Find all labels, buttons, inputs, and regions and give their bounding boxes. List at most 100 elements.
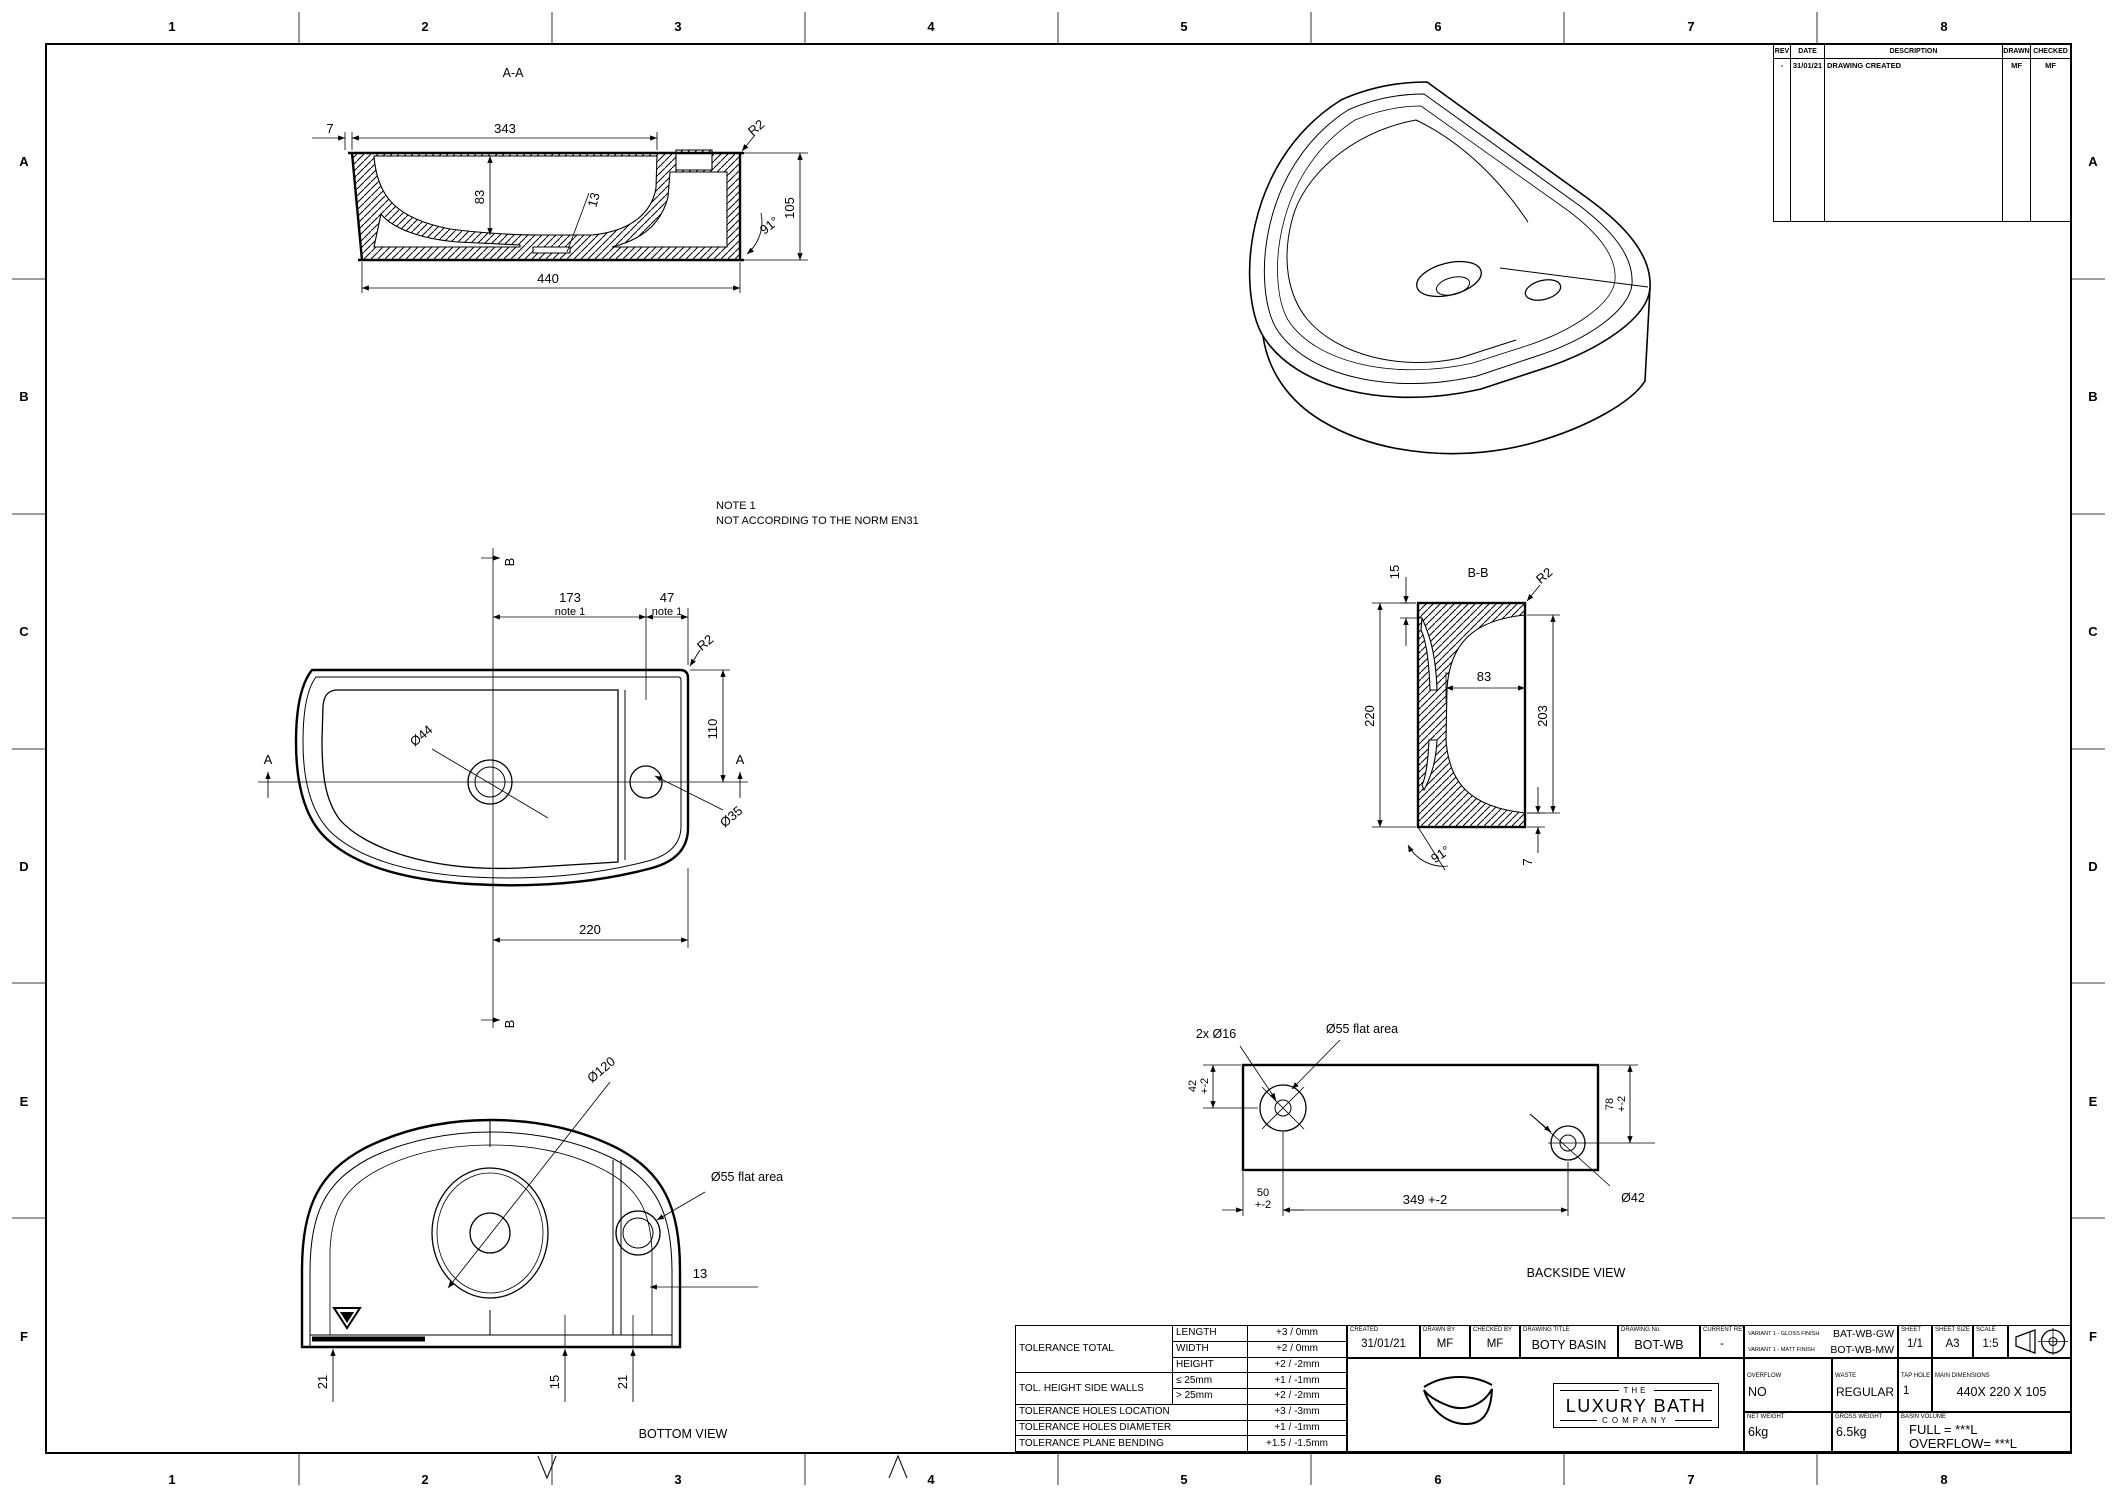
dim-42: 42 — [1187, 1080, 1199, 1092]
centering-mark — [537, 1455, 557, 1480]
section-aa-title: A-A — [503, 66, 525, 80]
grid-row-label: C — [19, 624, 29, 639]
radius-r2: R2 — [745, 116, 767, 138]
basin-volume-label: BASIN VOLUME — [1901, 1414, 1947, 1420]
grid-row-label: A — [2088, 154, 2098, 169]
tol-key: TOLERANCE HOLES DIAMETER — [1015, 1419, 1248, 1437]
tol-key: LENGTH — [1172, 1325, 1248, 1342]
dim-173-note: note 1 — [555, 606, 586, 618]
grid-col-label: 3 — [674, 1472, 681, 1487]
sheet-label: SHEET — [1901, 1327, 1922, 1333]
holes-label: 2x Ø16 — [1196, 1027, 1236, 1041]
tap-hole-label: TAP HOLE — [1901, 1373, 1931, 1379]
iso-rim-outline — [1248, 81, 1651, 399]
fixing-hole-left — [1259, 1084, 1307, 1132]
section-marker-a: A — [264, 752, 273, 767]
checked-header: CHECKED — [2031, 45, 2070, 59]
variant-matt-value: BOT-WB-MW — [1830, 1344, 1894, 1356]
tol-value: +3 / -3mm — [1247, 1403, 1347, 1421]
grid-col-label: 1 — [168, 1472, 175, 1487]
dim-42-tol: +-2 — [1199, 1078, 1211, 1094]
centering-mark — [888, 1454, 908, 1479]
grid-row-label: B — [19, 389, 28, 404]
grid-col-label: 3 — [674, 19, 681, 34]
tol-key: HEIGHT — [1172, 1356, 1248, 1374]
created-value: 31/01/21 — [1361, 1338, 1406, 1350]
tolerance-total-label: TOLERANCE TOTAL — [1015, 1324, 1173, 1374]
section-marker-b: B — [502, 558, 517, 567]
grid-labels: 1 2 3 4 5 6 7 8 1 2 3 4 5 6 7 8 A B C D … — [19, 19, 2098, 1487]
bottom-view-title: BOTTOM VIEW — [639, 1427, 728, 1441]
backside-view: 2x Ø16 Ø55 flat area Ø42 42 +-2 78 +-2 5… — [1187, 1022, 1655, 1280]
basin-volume-cell: BASIN VOLUME FULL = ***L OVERFLOW= ***L — [1898, 1412, 2071, 1452]
tol-key: ≤ 25mm — [1172, 1372, 1248, 1389]
checked-by-cell: CHECKED BY MF — [1470, 1325, 1520, 1358]
tap-hole-value: 1 — [1903, 1385, 1910, 1397]
tol-key: WIDTH — [1172, 1340, 1248, 1358]
grid-col-label: 5 — [1180, 19, 1187, 34]
grid-col-label: 8 — [1940, 19, 1947, 34]
grid-col-label: 1 — [168, 19, 175, 34]
dim-35: Ø35 — [717, 803, 745, 830]
note-text: NOTE 1 NOT ACCORDING TO THE NORM EN31 — [716, 500, 919, 527]
section-aa-view: A-A 7 343 R2 83 13 91° 105 440 — [312, 66, 808, 293]
dim-50-tol: +-2 — [1255, 1199, 1271, 1211]
grid-col-label: 2 — [421, 1472, 428, 1487]
description-value: DRAWING CREATED — [1825, 59, 2003, 221]
dim-21-left: 21 — [315, 1375, 330, 1389]
grid-row-label: F — [2089, 1329, 2097, 1344]
drawing-title-cell: DRAWING TITLE BOTY BASIN — [1520, 1325, 1618, 1358]
waste-cell: WASTE REGULAR — [1832, 1358, 1898, 1412]
radius-r2: R2 — [1533, 564, 1555, 586]
net-weight-cell: NET WEIGHT 6kg — [1744, 1412, 1832, 1452]
dim-110: 110 — [705, 719, 720, 740]
created-label: CREATED — [1350, 1327, 1379, 1333]
variants-cell: VARIANT 1 - GLOSS FINISH BAT-WB-GW VARIA… — [1744, 1325, 1898, 1358]
note-line2: NOT ACCORDING TO THE NORM EN31 — [716, 515, 919, 527]
rev-header: REV — [1774, 45, 1791, 59]
variant-gloss-label: VARIANT 1 - GLOSS FINISH — [1748, 1331, 1820, 1337]
grid-col-label: 6 — [1434, 19, 1441, 34]
drawn-value: MF — [2003, 59, 2031, 221]
angle-91: 91° — [1428, 843, 1453, 867]
drawing-number-value: BOT-WB — [1634, 1338, 1684, 1352]
dim-203: 203 — [1535, 705, 1550, 727]
plan-bowl-inner — [321, 689, 619, 870]
section-bb-title: B-B — [1468, 566, 1489, 580]
dim-15: 15 — [547, 1375, 562, 1389]
iso-tap-hole — [1524, 279, 1562, 301]
waste-value: REGULAR — [1835, 1385, 1894, 1399]
grid-row-label: B — [2088, 389, 2097, 404]
grid-row-label: E — [20, 1094, 29, 1109]
dim-78: 78 — [1604, 1098, 1616, 1110]
gross-weight-label: GROSS WEIGHT — [1835, 1414, 1883, 1420]
grid-col-label: 4 — [927, 1472, 935, 1487]
drawing-number-cell: DRAWING No. BOT-WB — [1618, 1325, 1700, 1358]
created-cell: CREATED 31/01/21 — [1347, 1325, 1420, 1358]
company-logo: THE LUXURY BATH COMPANY — [1553, 1383, 1719, 1428]
dim-220: 220 — [1362, 705, 1377, 727]
grid-col-label: 8 — [1940, 1472, 1947, 1487]
tol-key: TOLERANCE HOLES LOCATION — [1015, 1403, 1248, 1421]
flat-area-label: Ø55 flat area — [1326, 1022, 1398, 1036]
grid-row-label: D — [2088, 859, 2097, 874]
dim-13: 13 — [585, 191, 603, 209]
current-rev-value: - — [1720, 1338, 1724, 1350]
drawn-header: DRAWN — [2003, 45, 2031, 59]
drawing-number-label: DRAWING No. — [1621, 1327, 1661, 1333]
bottom-outline — [300, 1118, 682, 1349]
checked-by-label: CHECKED BY — [1473, 1327, 1513, 1333]
projection-symbol-icon — [2015, 1328, 2068, 1355]
grid-row-label: F — [20, 1329, 28, 1344]
sheet-frame — [12, 12, 2105, 1485]
tol-value: +1 / -1mm — [1247, 1372, 1347, 1389]
tap-boss — [615, 1210, 661, 1256]
plan-view: A A B B 173 note 1 47 note 1 R2 110 Ø44 … — [258, 548, 748, 1028]
tol-value: +1.5 / -1.5mm — [1247, 1435, 1347, 1452]
section-bb-view: B-B 15 220 83 203 R2 91° 7 — [1362, 564, 1560, 871]
scale-value: 1:5 — [1982, 1338, 1999, 1350]
checked-value: MF — [2045, 61, 2056, 70]
isometric-view — [1248, 81, 1651, 455]
